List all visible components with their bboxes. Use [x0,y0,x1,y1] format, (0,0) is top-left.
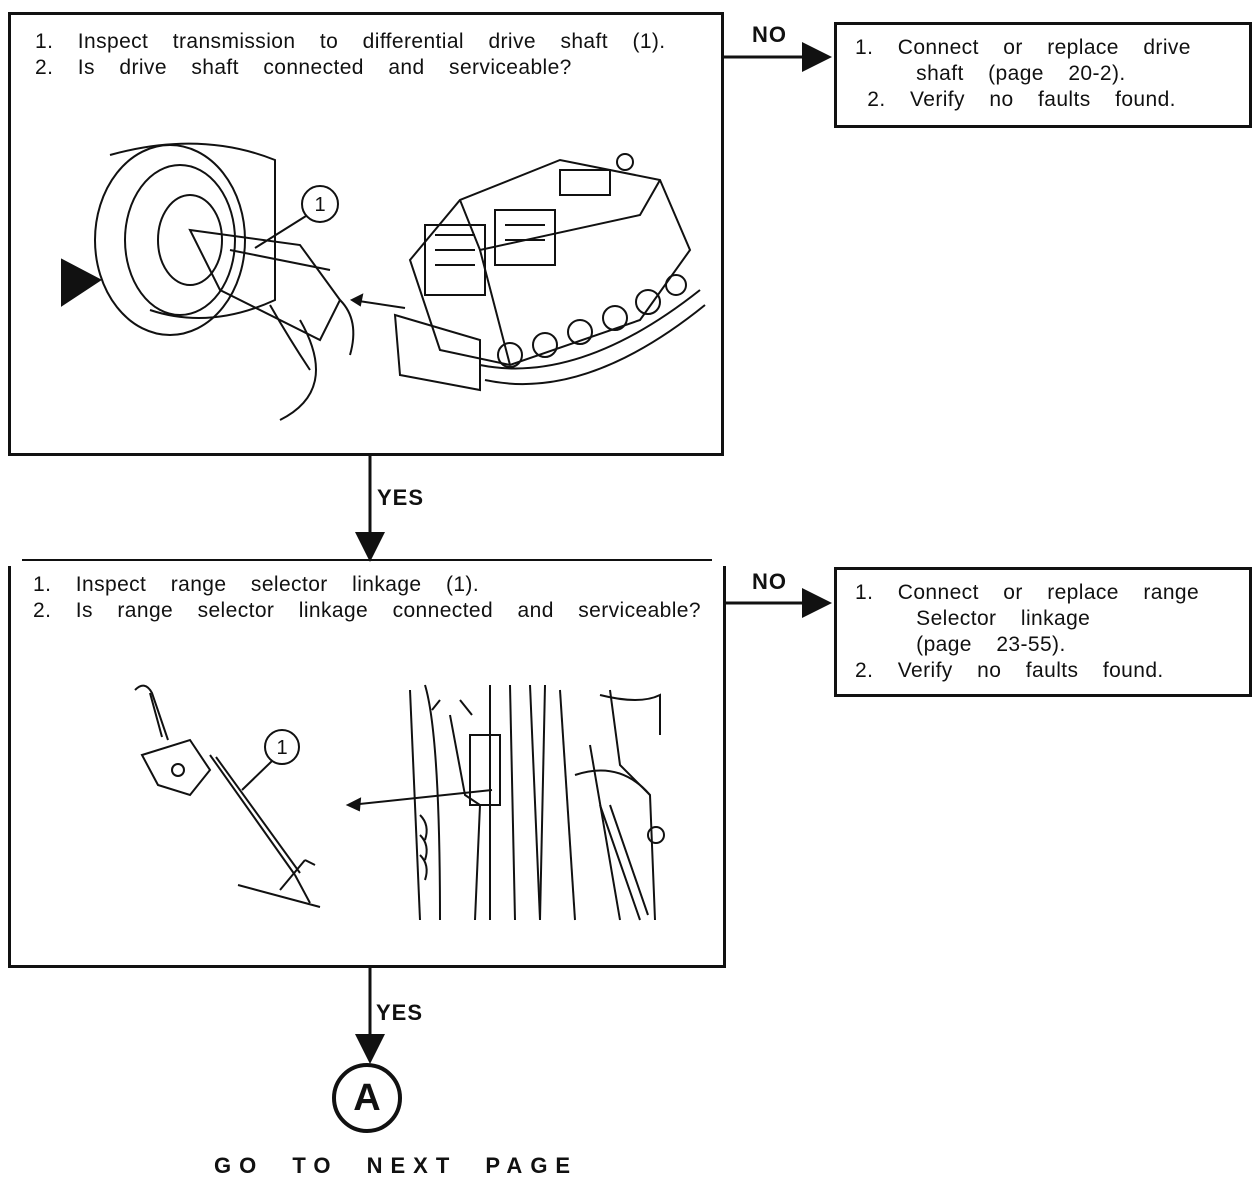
step1-no-action-box: 1. Connect or replace drive shaft (page … [834,22,1252,128]
step1-no-action-line-2: shaft (page 20-2). [855,62,1126,85]
connector-a-letter: A [353,1076,381,1119]
step1-question-box: 1. Inspect transmission to differential … [8,12,724,456]
go-to-next-page-label: GO TO NEXT PAGE [214,1153,579,1178]
step2-no-action-box: 1. Connect or replace range Selector lin… [834,567,1252,697]
step2-no-action-line-3: (page 23-55). [855,633,1066,656]
step2-no-action-line-1: 1. Connect or replace range [855,581,1200,604]
step1-no-label: NO [752,22,787,47]
step2-callout-number: 1 [276,737,287,759]
step1-question-line-1: 1. Inspect transmission to differential … [35,30,666,53]
step2-no-action-line-4: 2. Verify no faults found. [855,659,1164,682]
range-selector-linkage-illustration: 1 [134,684,665,921]
step2-question-box: 1. Inspect range selector linkage (1). 2… [8,566,726,968]
step2-no-label: NO [752,569,787,594]
step1-question-line-2: 2. Is drive shaft connected and servicea… [35,56,572,79]
drive-shaft-illustration: 1 [61,142,706,421]
connector-a: A [332,1063,402,1133]
step1-callout-number: 1 [314,194,325,216]
step2-question-line-1: 1. Inspect range selector linkage (1). [33,573,480,596]
step2-yes-label: YES [376,1000,424,1025]
step2-no-action-line-2: Selector linkage [855,607,1091,630]
step1-no-action-line-3: 2. Verify no faults found. [855,88,1176,111]
step2-question-line-2: 2. Is range selector linkage connected a… [33,599,701,622]
step1-no-action-line-1: 1. Connect or replace drive [855,36,1191,59]
step1-yes-label: YES [377,485,425,510]
